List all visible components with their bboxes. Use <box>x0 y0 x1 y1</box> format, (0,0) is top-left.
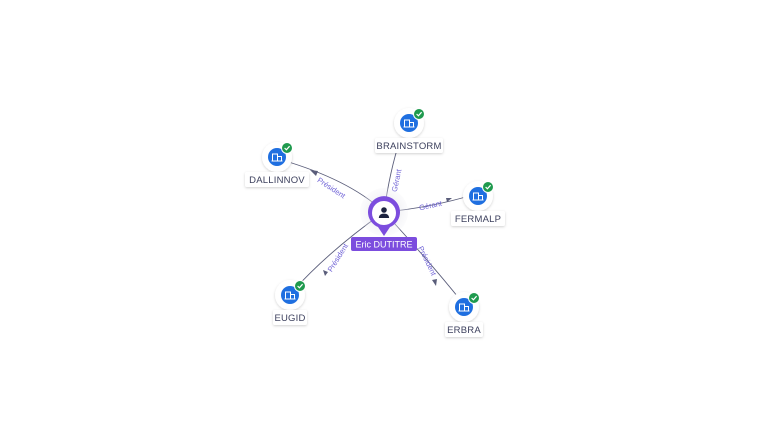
company-name-fermalp: FERMALP <box>455 214 501 225</box>
person-node[interactable]: Eric DUTITRE <box>351 188 417 251</box>
arrow-eugid <box>323 270 328 276</box>
node-label-box <box>245 172 309 187</box>
node-label-box <box>273 310 307 325</box>
node-label-box <box>445 322 483 337</box>
person-pin-inner <box>372 201 396 225</box>
check-mark <box>485 184 492 190</box>
building-icon <box>472 192 484 201</box>
check-badge-icon <box>413 108 425 120</box>
company-node-fermalp[interactable]: FERMALP <box>451 181 505 226</box>
company-name-erbra: ERBRA <box>447 325 481 336</box>
company-node-brainstorm[interactable]: BRAINSTORM <box>375 108 443 153</box>
arrow-fermalp <box>446 198 452 202</box>
building-icon <box>458 303 470 312</box>
check-badge-icon <box>482 181 494 193</box>
edge-label-dallinnov: Président <box>316 176 348 201</box>
company-name-brainstorm: BRAINSTORM <box>376 141 441 152</box>
company-name-eugid: EUGID <box>274 313 305 324</box>
company-name-dallinnov: DALLINNOV <box>249 175 305 186</box>
building-icon <box>271 153 283 162</box>
check-badge-icon <box>294 280 306 292</box>
person-label-box <box>351 237 417 251</box>
company-node-dallinnov[interactable]: DALLINNOV <box>245 142 309 187</box>
building-icon <box>284 291 296 300</box>
check-mark <box>297 283 304 289</box>
check-mark <box>284 145 291 151</box>
check-badge-icon <box>281 142 293 154</box>
company-node-erbra[interactable]: ERBRA <box>445 292 483 337</box>
check-mark <box>471 295 478 301</box>
node-label-box <box>375 138 443 153</box>
edge-label-eugid: Président <box>326 241 351 273</box>
edge-label-erbra: Président <box>416 245 438 278</box>
building-icon <box>403 119 415 128</box>
edge-label-fermalp: Gérant <box>418 199 443 213</box>
arrow-dallinnov <box>310 170 318 176</box>
person-icon <box>378 207 390 218</box>
node-label-box <box>451 211 505 226</box>
person-name: Eric DUTITRE <box>356 240 413 250</box>
check-mark <box>416 111 423 117</box>
company-node-eugid[interactable]: EUGID <box>273 280 307 325</box>
check-badge-icon <box>468 292 480 304</box>
arrow-erbra <box>432 279 437 286</box>
